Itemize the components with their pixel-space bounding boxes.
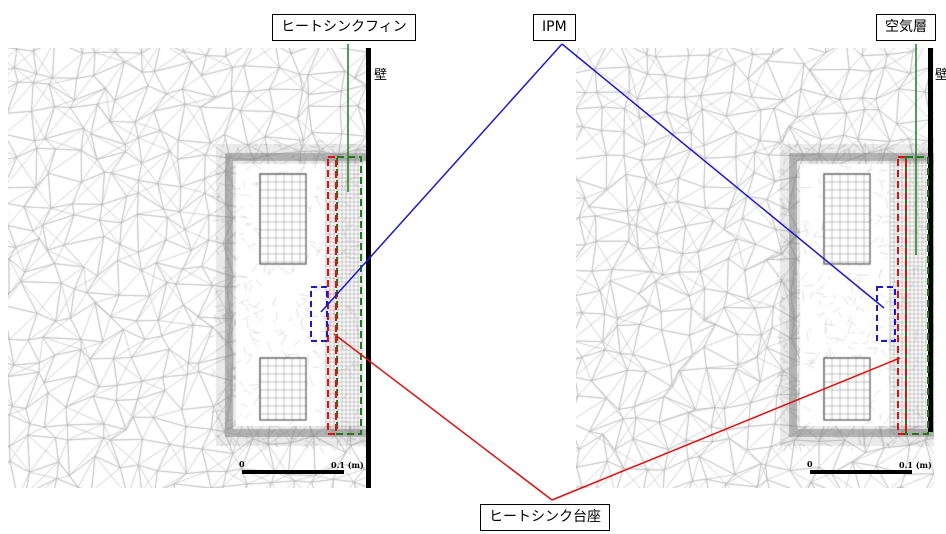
left-mesh-canvas [8, 48, 370, 488]
right-scale-end: 0.1 (m) [899, 460, 932, 470]
heatsink-base-callout: ヒートシンク台座 [480, 504, 610, 531]
ipm-callout: IPM [533, 14, 576, 41]
right-scale-bar [810, 470, 912, 474]
wall-label-left: 壁 [374, 68, 388, 83]
left-mesh-panel [8, 48, 370, 488]
right-mesh-canvas [576, 48, 934, 488]
air-layer-callout: 空気層 [876, 14, 936, 41]
heatsink-fin-callout: ヒートシンクフィン [272, 14, 416, 41]
left-scale-end: 0.1 (m) [331, 460, 364, 470]
right-scale-start: 0 [807, 459, 813, 469]
right-mesh-panel [576, 48, 934, 488]
wall-label-right: 壁 [935, 68, 946, 83]
left-scale-bar [242, 470, 344, 474]
left-scale-start: 0 [239, 459, 245, 469]
